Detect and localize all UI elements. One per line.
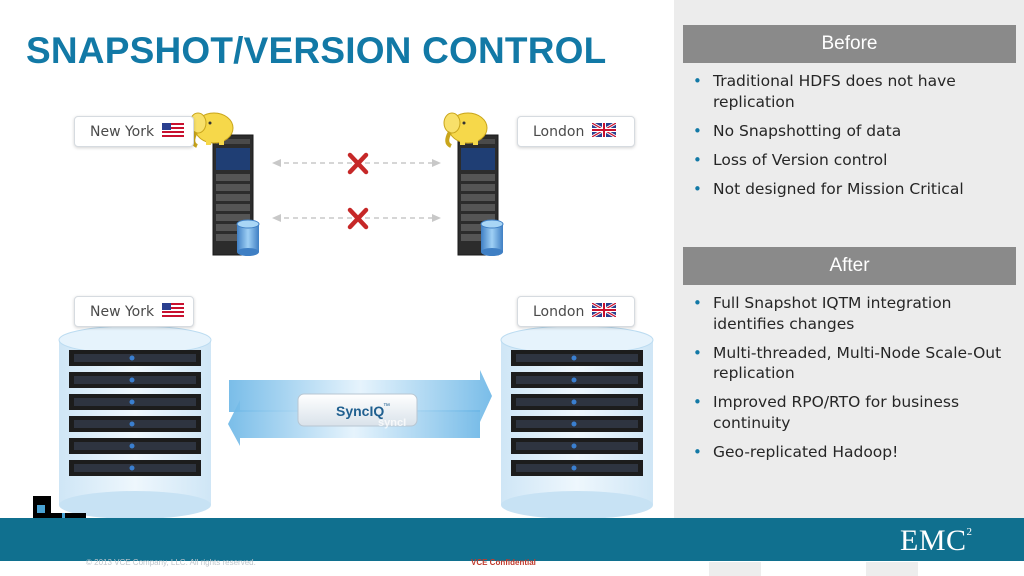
slide-title: SNAPSHOT/VERSION CONTROL xyxy=(26,30,607,71)
list-item: Not designed for Mission Critical xyxy=(690,179,1012,200)
confidential-label: VCE Confidential xyxy=(471,558,536,567)
synciq-ghost-label: syncI xyxy=(378,417,406,429)
city-label-london: London xyxy=(517,296,635,327)
emc-logo: EMC2 xyxy=(900,524,973,557)
database-icon xyxy=(236,219,260,256)
synciq-label: SyncIQ xyxy=(336,403,384,419)
before-header: Before xyxy=(683,25,1016,63)
us-flag-icon xyxy=(162,302,185,321)
corner-line xyxy=(51,513,86,518)
synciq-trademark: ™ xyxy=(383,403,390,410)
list-item: Geo-replicated Hadoop! xyxy=(690,442,1012,463)
footer-swatch xyxy=(709,562,761,576)
after-header: After xyxy=(683,247,1016,285)
city-name: New York xyxy=(90,123,155,140)
copyright-text: © 2013 VCE Company, LLC. All rights rese… xyxy=(86,558,256,567)
uk-flag-icon xyxy=(591,301,618,321)
city-label-new-york: New York xyxy=(74,116,194,147)
us-flag-icon xyxy=(162,122,185,141)
hadoop-elephant-icon xyxy=(189,112,234,148)
list-item: No Snapshotting of data xyxy=(690,121,1012,142)
server-tower-london xyxy=(457,134,499,256)
city-label-new-york: New York xyxy=(74,296,194,327)
footer-bar xyxy=(0,518,1024,561)
server-tower-new-york xyxy=(212,134,254,256)
isilon-cluster-icon xyxy=(58,325,212,518)
footer-swatch xyxy=(866,562,918,576)
city-name: London xyxy=(533,303,585,320)
database-icon xyxy=(480,219,504,256)
corner-mark-icon xyxy=(33,496,51,518)
list-item: Full Snapshot IQTM integration identifie… xyxy=(690,293,1012,334)
list-item: Improved RPO/RTO for business continuity xyxy=(690,392,1012,433)
city-label-london: London xyxy=(517,116,635,147)
synciq-pill: SyncIQ ™ syncI xyxy=(297,393,418,429)
before-bullet-list: Traditional HDFS does not have replicati… xyxy=(690,71,1012,208)
city-name: New York xyxy=(90,303,155,320)
after-bullet-list: Full Snapshot IQTM integration identifie… xyxy=(690,293,1012,471)
red-x-icon xyxy=(347,207,369,230)
list-item: Multi-threaded, Multi-Node Scale-Out rep… xyxy=(690,343,1012,384)
replication-diagram: SyncIQ ™ syncI xyxy=(58,112,654,518)
hadoop-elephant-icon xyxy=(443,112,488,148)
city-name: London xyxy=(533,123,585,140)
red-x-icon xyxy=(347,152,369,175)
isilon-cluster-icon xyxy=(500,325,654,518)
list-item: Loss of Version control xyxy=(690,150,1012,171)
uk-flag-icon xyxy=(591,121,618,141)
list-item: Traditional HDFS does not have replicati… xyxy=(690,71,1012,112)
